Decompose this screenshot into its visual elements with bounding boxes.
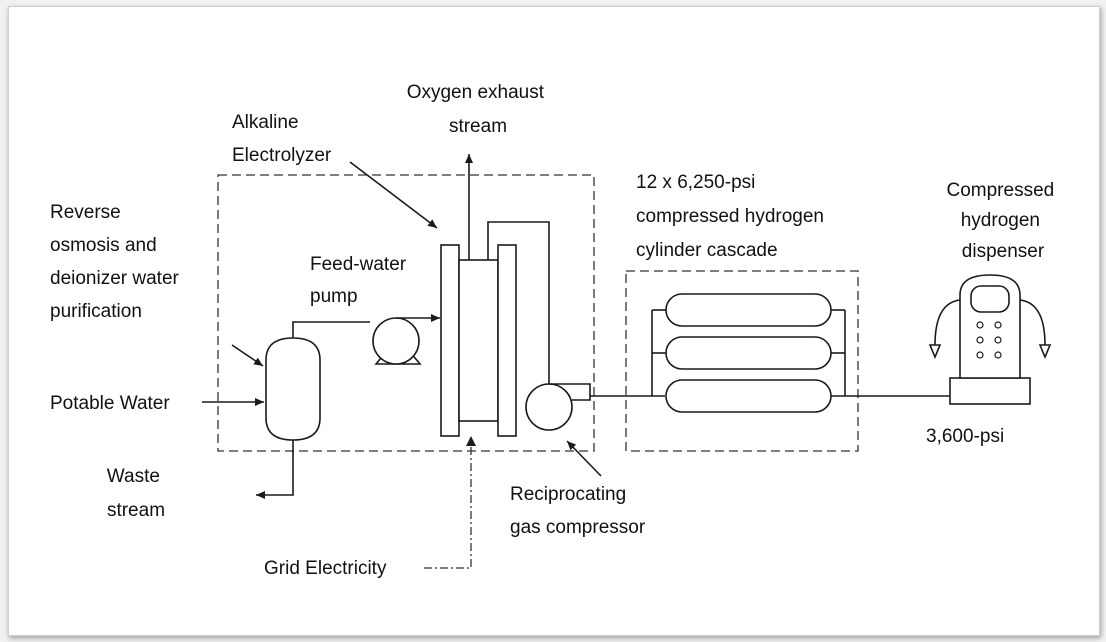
hydrogen-cylinder: [665, 336, 832, 370]
dispenser-screen: [970, 285, 1010, 313]
purification-label: Reverse osmosis and deionizer water puri…: [50, 202, 184, 322]
cascade-label: 12 x 6,250-psi compressed hydrogen cylin…: [636, 172, 829, 261]
dispenser-pressure-label: 3,600-psi: [926, 426, 1004, 447]
electrolyzer-right-plate: [497, 244, 517, 437]
hydrogen-cylinder: [665, 293, 832, 327]
purification-leader: [231, 344, 264, 367]
waste-stream-line: [256, 440, 294, 499]
vessel-to-pump-line: [292, 321, 370, 338]
grid-electricity-label: Grid Electricity: [264, 558, 387, 579]
potable-water-label: Potable Water: [50, 393, 170, 414]
dispenser-right-hose: [1019, 299, 1046, 346]
electrolyzer-system-boundary: [217, 174, 595, 452]
purification-vessel: [265, 337, 321, 441]
compressor-outlet: [549, 383, 591, 401]
gas-compressor: [525, 383, 573, 431]
feed-water-pump: [372, 317, 420, 365]
electrolyzer-left-plate: [440, 244, 460, 437]
feed-water-pump-label: Feed-water pump: [310, 254, 411, 307]
compressor-leader: [566, 440, 602, 477]
hydrogen-cylinder: [665, 379, 832, 413]
electrolyzer-center-body: [458, 259, 499, 422]
dispenser-left-hose: [934, 299, 961, 346]
dispenser-base: [949, 377, 1031, 405]
electrolyzer-label: Alkaline Electrolyzer: [232, 112, 332, 166]
grid-electricity-line: [424, 439, 472, 569]
oxygen-exhaust-label: Oxygen exhaust stream: [407, 82, 550, 137]
right-nozzle: [1038, 344, 1052, 360]
left-nozzle: [928, 344, 942, 360]
hydrogen-to-compressor-line: [487, 221, 550, 384]
diagram-frame: [8, 6, 1100, 636]
electrolyzer-leader: [349, 161, 438, 229]
compressor-label: Reciprocating gas compressor: [510, 484, 646, 538]
grid-arrowhead: [466, 436, 476, 446]
cascade-system-boundary: [625, 270, 859, 452]
dispenser-buttons: [976, 321, 1002, 359]
dispenser-label: Compressed hydrogen dispenser: [947, 180, 1060, 262]
waste-stream-label: Waste stream: [107, 466, 165, 521]
